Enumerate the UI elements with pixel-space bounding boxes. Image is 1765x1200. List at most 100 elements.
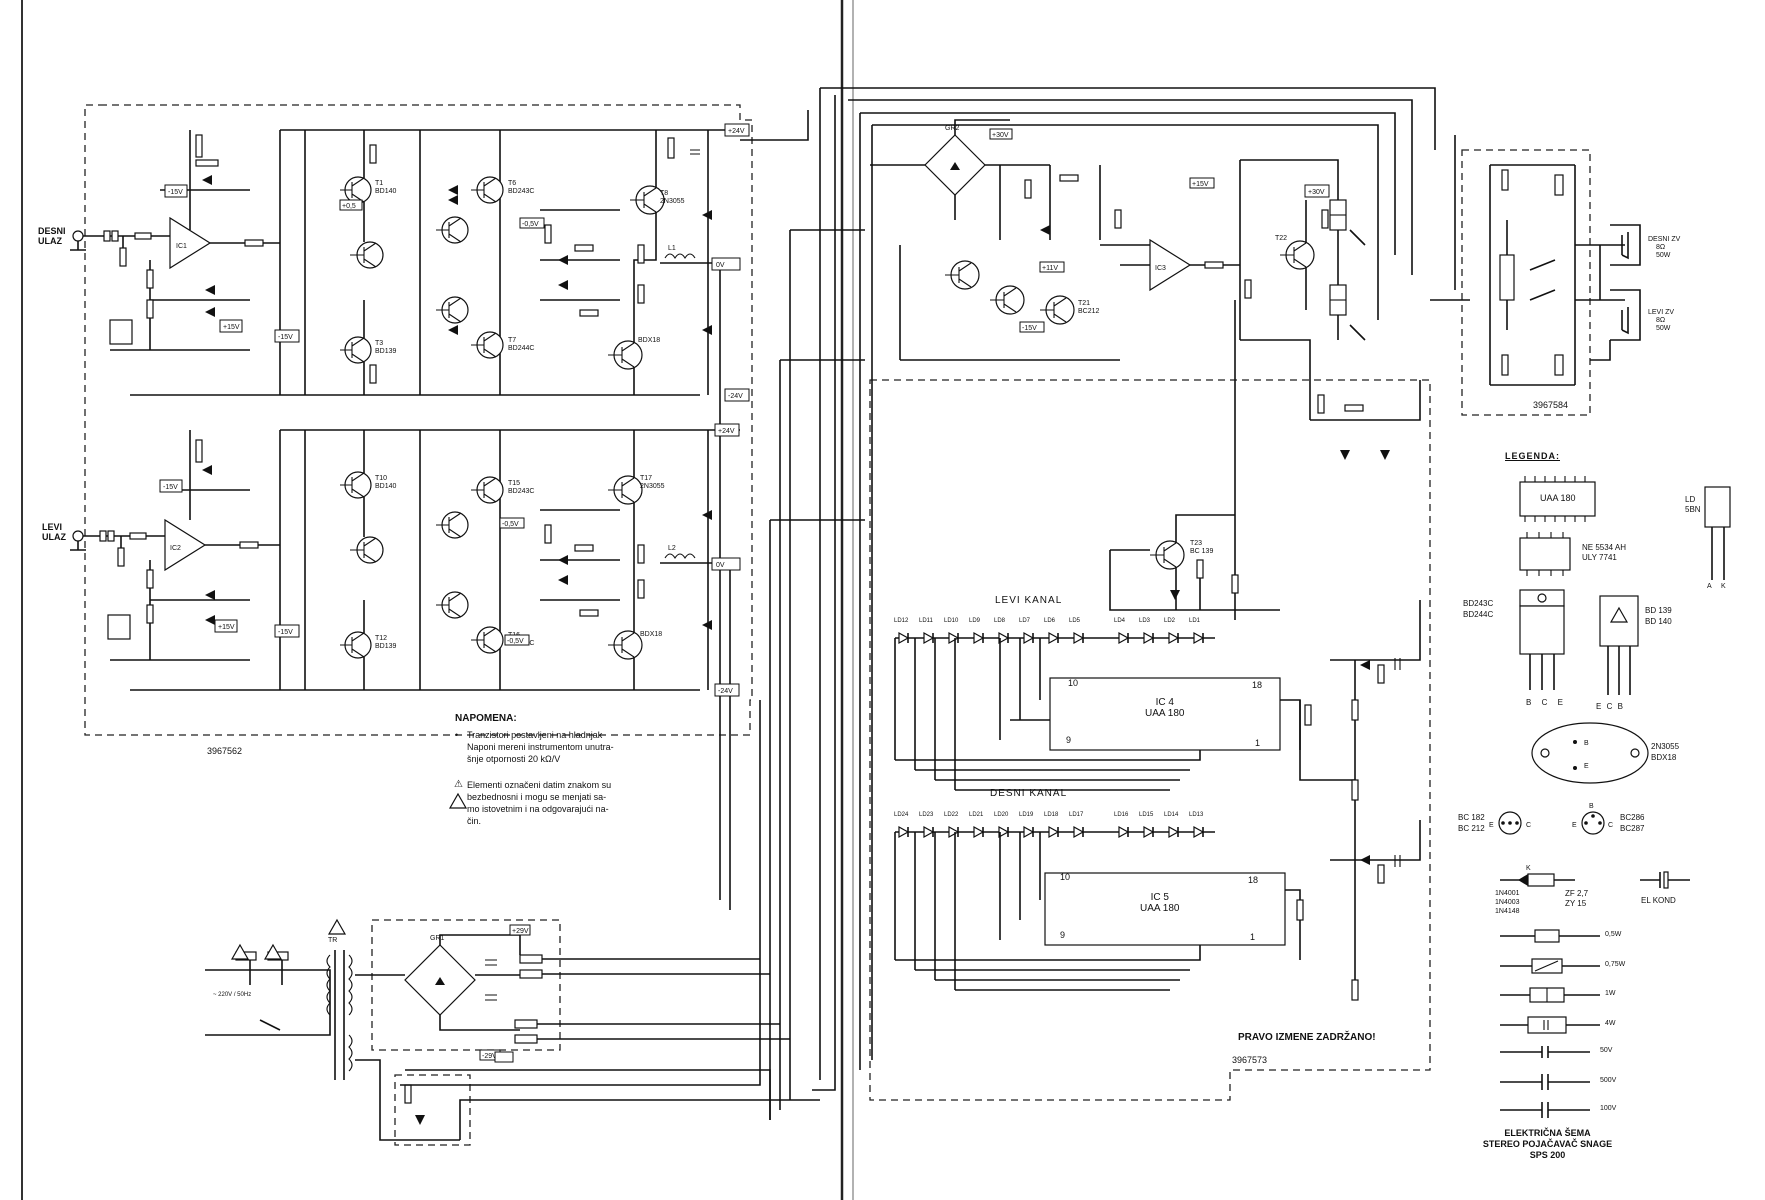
svg-text:T15: T15 [508, 480, 520, 487]
led-diode-left-5 [1023, 631, 1035, 645]
ic4-uaa180 [1049, 677, 1281, 751]
legend-pin-b: B [1617, 702, 1623, 711]
right-input-label-line1: DESNI [38, 226, 66, 236]
ic5-label: IC 5 UAA 180 [1140, 892, 1179, 914]
speaker-right-name: DESNI ZV [1648, 236, 1681, 243]
note-line: Naponi mereni instrumentom unutra- [467, 742, 614, 752]
legend-bd243-label: BD243C BD244C [1463, 598, 1493, 620]
rights-reserved-note: PRAVO IZMENE ZADRŽANO! [1238, 1032, 1376, 1043]
led-label: LD23 [919, 812, 934, 818]
svg-text:+24V: +24V [718, 428, 735, 435]
legend-1n4001: 1N4001 [1495, 890, 1520, 897]
svg-text:-15V: -15V [163, 484, 178, 491]
protection-board-outline [1461, 149, 1591, 416]
right-channel-label: DESNI KANAL [990, 788, 1068, 799]
legend-1n4003: 1N4003 [1495, 899, 1520, 906]
legend-1n4148: 1N4148 [1495, 908, 1520, 915]
led-label: LD11 [919, 618, 933, 624]
ic4-pin-18: 18 [1252, 680, 1263, 690]
svg-text:-15V: -15V [1022, 325, 1037, 332]
svg-text:T17: T17 [640, 475, 652, 482]
left-channel-label: LEVI KANAL [995, 595, 1063, 606]
led-diode-left-1 [923, 631, 935, 645]
led-diode-right-3 [973, 825, 985, 839]
svg-text:+15V: +15V [218, 624, 235, 631]
svg-text:K: K [1721, 583, 1726, 590]
speaker-left-label: LEVI ZV 8Ω 50W [1648, 309, 1674, 333]
led-diode-right-10 [1168, 825, 1180, 839]
transformer-core [334, 950, 345, 1080]
svg-text:BD139: BD139 [375, 348, 397, 355]
legend-2n3055: 2N3055 [1651, 742, 1680, 751]
legend-bc286: BC286 [1620, 813, 1645, 822]
svg-text:T3: T3 [375, 340, 383, 347]
led-diode-left-2 [948, 631, 960, 645]
warning-triangle-icon: ⚠ [454, 779, 463, 790]
ic4-type: UAA 180 [1145, 708, 1185, 719]
svg-text:BD243C: BD243C [508, 488, 534, 495]
mains-label: ~ 220V / 50Hz [213, 992, 252, 998]
legend-bd243c-package [1519, 605, 1565, 655]
svg-text:C: C [1608, 822, 1613, 829]
speaker-left-power: 50W [1656, 325, 1671, 332]
legend-el-cap-label: EL KOND [1641, 896, 1676, 905]
led-label: LD14 [1164, 812, 1179, 818]
left-input-jack [72, 530, 84, 542]
legend-bc212: BC 212 [1458, 824, 1485, 833]
legend-cap-500v: 500V [1600, 1077, 1617, 1084]
svg-text:BD244C: BD244C [508, 345, 534, 352]
ic5-pin-18: 18 [1248, 875, 1259, 885]
note-paragraph: • Tranzistori postavljeni na hladnjak Na… [455, 729, 670, 765]
note-line: Tranzistori postavljeni na hladnjak [467, 730, 603, 740]
svg-text:BDX18: BDX18 [638, 337, 660, 344]
svg-text:+15V: +15V [1192, 181, 1209, 188]
svg-text:BC 139: BC 139 [1190, 548, 1213, 555]
legend-pin-c: C [1606, 702, 1613, 711]
svg-text:B: B [1589, 803, 1594, 810]
power-board-outline [371, 919, 561, 1146]
svg-text:GR1: GR1 [430, 935, 445, 942]
ic5-ref: IC 5 [1150, 892, 1169, 903]
svg-text:-0,5V: -0,5V [502, 521, 519, 528]
legend-cap-50v: 50V [1600, 1047, 1613, 1054]
svg-text:-0,5V: -0,5V [507, 638, 524, 645]
legend-bc287: BC287 [1620, 824, 1645, 833]
protection-board-id: 3967584 [1533, 400, 1569, 410]
note-warning-line: čin. [467, 816, 482, 826]
svg-text:2N3055: 2N3055 [640, 483, 665, 490]
note-warning-line: Elementi označeni datim znakom su [467, 780, 612, 790]
title-line-2: STEREO POJAČAVAČ SNAGE [1482, 1139, 1613, 1149]
speaker-right-power: 50W [1656, 252, 1671, 259]
right-input-label-line2: ULAZ [38, 236, 62, 246]
svg-text:T12: T12 [375, 635, 387, 642]
led-label: LD12 [894, 618, 909, 624]
speaker-right-label: DESNI ZV 8Ω 50W [1648, 236, 1680, 260]
led-label: LD20 [994, 812, 1009, 818]
legend-bd139: BD 139 [1645, 606, 1672, 615]
legend-bc182-label: BC 182 BC 212 [1458, 812, 1485, 834]
svg-text:C: C [1526, 822, 1531, 829]
legend-ic-uaa180 [1519, 481, 1596, 517]
legend-res-075w: 0,75W [1605, 961, 1626, 968]
legend-ld-label: LD 5BN [1685, 495, 1701, 515]
led-diode-right-5 [1023, 825, 1035, 839]
svg-text:0V: 0V [716, 262, 725, 269]
led-diode-left-8 [1118, 631, 1130, 645]
note-block: NAPOMENA: • Tranzistori postavljeni na h… [454, 713, 670, 827]
led-diode-left-4 [998, 631, 1010, 645]
svg-text:BD140: BD140 [375, 188, 397, 195]
svg-text:E: E [1584, 763, 1589, 770]
led-diode-left-7 [1073, 631, 1085, 645]
svg-text:BDX18: BDX18 [640, 631, 662, 638]
led-diode-right-7 [1073, 825, 1085, 839]
legend-ld-line2: 5BN [1685, 505, 1701, 514]
ic4-pin-10: 10 [1068, 678, 1079, 688]
legend-uly7741-name: ULY 7741 [1582, 553, 1617, 562]
indicator-board-id: 3967573 [1232, 1055, 1268, 1065]
legend-res-1w: 1W [1605, 990, 1616, 997]
led-label: LD4 [1114, 618, 1126, 624]
led-label: LD17 [1069, 812, 1084, 818]
power-supply: TR GR1 +29V -29V [205, 924, 820, 1141]
